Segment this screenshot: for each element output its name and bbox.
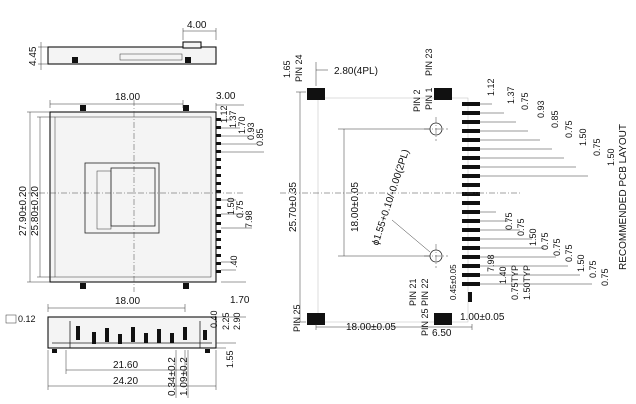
front-view-pin-row bbox=[216, 118, 221, 273]
bottom-0-40-dim: 0.40 bbox=[209, 310, 219, 328]
bottom-1-09-dim: 1.09±0.2 bbox=[179, 357, 190, 396]
top-view-tab-right bbox=[185, 57, 191, 63]
pcb-hole-dia: ϕ1.55+0.10/-0.00(2PL) bbox=[370, 148, 411, 247]
pcb-pin-2-label: PIN 2 bbox=[412, 89, 422, 112]
pcb-pin-25-bottom-label: PIN 25 bbox=[420, 308, 430, 336]
pcb-1-50-typ-dim: 1.50TYP bbox=[522, 265, 532, 300]
top-view-slot bbox=[119, 53, 183, 61]
top-view-tab-left bbox=[72, 57, 78, 63]
front-25-80-dim: 25.80±0.20 bbox=[30, 186, 41, 236]
front-pitch-dim-0: 1.12 bbox=[219, 105, 229, 123]
pcb-upper-dim-7: 0.75 bbox=[592, 138, 602, 156]
front-1-40-dim: .40 bbox=[229, 255, 239, 268]
front-pitch-dim-1: 1.37 bbox=[228, 110, 238, 128]
pcb-pin-25-left-label: PIN 25 bbox=[292, 304, 302, 332]
bottom-24-20-dim: 24.20 bbox=[113, 376, 138, 387]
pad-pin-23 bbox=[434, 88, 452, 100]
card-slot-outline bbox=[84, 162, 160, 234]
bottom-18-00-dim: 18.00 bbox=[115, 296, 140, 307]
pcb-lower-dim-5: 0.75 bbox=[564, 244, 574, 262]
front-pitch-dim-4: 0.85 bbox=[255, 128, 265, 146]
pcb-upper-dim-6: 1.50 bbox=[578, 128, 588, 146]
pad-pin-25-left bbox=[307, 313, 325, 325]
pcb-upper-dim-0: 1.12 bbox=[486, 78, 496, 96]
bottom-0-12-dim: 0.12 bbox=[18, 314, 36, 324]
front-1-70-dim: 1.70 bbox=[230, 295, 250, 306]
front-pitch-dim-3: 0.93 bbox=[246, 122, 256, 140]
pcb-1-00-dim: 1.00±0.05 bbox=[460, 312, 505, 323]
pcb-layout: 25.70±0.35 18.00±0.05 ϕ1.55+0.10/-0.00(2… bbox=[280, 48, 629, 339]
pad-pin-25-right bbox=[434, 313, 452, 325]
front-lower-dim-2: 7.98 bbox=[244, 210, 254, 228]
pcb-lower-dim-6: 1.50 bbox=[576, 254, 586, 272]
pcb-layout-title: RECOMMENDED PCB LAYOUT bbox=[618, 124, 629, 270]
pcb-upper-dim-3: 0.93 bbox=[536, 100, 546, 118]
pcb-lower-dim-8: 0.75 bbox=[600, 268, 610, 286]
pcb-upper-dim-8: 1.50 bbox=[606, 148, 616, 166]
pcb-2-80-dim: 2.80(4PL) bbox=[334, 66, 378, 77]
pcb-lower-dim-0: 0.75 bbox=[504, 212, 514, 230]
top-view-width-dim: 4.00 bbox=[187, 20, 207, 31]
pcb-25-70-dim: 25.70±0.35 bbox=[288, 182, 299, 232]
pcb-6-50-dim: 6.50 bbox=[432, 328, 452, 339]
pcb-lower-dim-4: 0.75 bbox=[552, 238, 562, 256]
top-view: 4.45 4.00 bbox=[28, 20, 217, 70]
pcb-right-dims-upper: 1.12 1.37 0.75 0.93 0.85 0.75 1.50 0.75 … bbox=[480, 78, 616, 177]
pcb-pin-24-label: PIN 24 bbox=[294, 54, 304, 82]
pcb-0-75-typ-dim: 0.75TYP bbox=[510, 265, 520, 300]
pcb-upper-dim-4: 0.85 bbox=[550, 110, 560, 128]
pcb-upper-dim-5: 0.75 bbox=[564, 120, 574, 138]
pcb-pad-row bbox=[462, 102, 480, 302]
pcb-18-00-vertical-dim: 18.00±0.05 bbox=[350, 182, 361, 232]
pcb-7-98-dim: 7.98 bbox=[486, 254, 496, 272]
front-pitch-dim-2: 1.70 bbox=[237, 116, 247, 134]
front-lower-dim-1: 0.75 bbox=[235, 200, 245, 218]
pcb-upper-dim-2: 0.75 bbox=[520, 92, 530, 110]
front-view: 18.00 3.00 1.12 1.37 1.70 0.93 0.85 27.9… bbox=[18, 91, 265, 306]
pcb-1-65-dim: 1.65 bbox=[282, 60, 292, 78]
bottom-view-pins bbox=[76, 326, 207, 344]
front-lower-dim-0: 1.50 bbox=[226, 197, 236, 215]
pcb-0-45-dim: 0.45±0.05 bbox=[449, 264, 458, 300]
pcb-upper-dim-1: 1.37 bbox=[506, 86, 516, 104]
pcb-18-00-horizontal-dim: 18.00±0.05 bbox=[346, 322, 396, 333]
front-width-dim: 18.00 bbox=[115, 92, 140, 103]
front-view-body bbox=[49, 111, 217, 283]
pad-pin-24 bbox=[307, 88, 325, 100]
pcb-pin-23-label: PIN 23 bbox=[424, 48, 434, 76]
pcb-pin-21-label: PIN 21 bbox=[408, 278, 418, 306]
top-view-height-dim: 4.45 bbox=[28, 46, 39, 66]
pcb-lower-dim-3: 0.75 bbox=[540, 232, 550, 250]
pcb-right-dims-lower: 0.75 0.75 1.50 0.75 0.75 0.75 1.50 0.75 … bbox=[480, 211, 610, 286]
pcb-pin-1-label: PIN 1 bbox=[424, 87, 434, 110]
bottom-21-60-dim: 21.60 bbox=[113, 360, 138, 371]
pcb-lower-dim-1: 0.75 bbox=[516, 218, 526, 236]
bottom-2-90-dim: 2.90 bbox=[232, 312, 242, 330]
bottom-view: 0.12 18.00 0.40 2.25 2.90 1.55 21.60 24.… bbox=[5, 296, 246, 398]
pcb-pin-22-label: PIN 22 bbox=[420, 278, 430, 306]
top-view-step bbox=[182, 41, 202, 49]
front-27-90-dim: 27.90±0.20 bbox=[18, 186, 29, 236]
pcb-lower-dim-7: 0.75 bbox=[588, 260, 598, 278]
bottom-1-55-dim: 1.55 bbox=[225, 350, 235, 368]
bottom-0-34-dim: 0.34±0.2 bbox=[167, 357, 178, 396]
pcb-lower-dim-2: 1.50 bbox=[528, 228, 538, 246]
bottom-2-25-dim: 2.25 bbox=[221, 312, 231, 330]
front-3-00-dim: 3.00 bbox=[216, 91, 236, 102]
